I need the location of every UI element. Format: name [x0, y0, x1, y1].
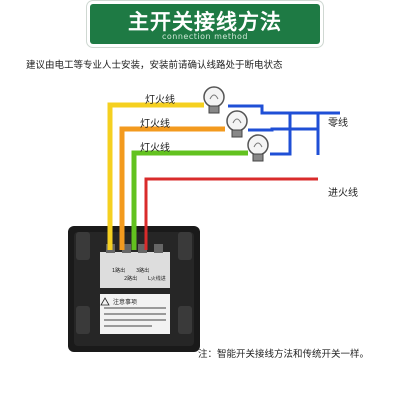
neutral-label: 零线 — [328, 118, 348, 129]
panel-clip-bl — [76, 306, 90, 334]
footnote: 注：智能开关接线方法和传统开关一样。 — [198, 349, 370, 360]
green-wire — [131, 150, 248, 250]
terminal-label-3: 3路出 — [136, 267, 149, 274]
page-subtitle: connection method — [161, 32, 248, 41]
lamp-wire-label-1: 灯火线 — [145, 95, 175, 106]
terminal-screw-4 — [154, 244, 163, 253]
terminal-label-4: L火线进 — [148, 275, 166, 282]
orange-wire — [119, 126, 225, 250]
page-title: 主开关接线方法 — [128, 10, 282, 34]
caution-line — [104, 313, 166, 315]
red-wire — [144, 177, 318, 250]
terminal-block — [100, 252, 170, 288]
warning-icon — [100, 297, 110, 306]
safety-notice: 建议由电工等专业人士安装，安装前请确认线路处于断电状态 — [26, 60, 283, 71]
light-bulb-icon — [203, 86, 225, 114]
panel-clip-tl — [76, 232, 90, 260]
blue-neutral-wires — [228, 104, 340, 156]
caution-line — [104, 319, 166, 321]
caution-line — [104, 307, 166, 309]
yellow-wire — [107, 102, 204, 250]
terminal-screw-2 — [122, 244, 131, 253]
terminal-screw-3 — [138, 244, 147, 253]
lamp-wire-label-3: 灯火线 — [140, 143, 170, 154]
caution-line — [104, 325, 152, 327]
panel-clip-tr — [178, 232, 192, 260]
terminal-label-1: 1路出 — [112, 267, 125, 274]
caution-title: 注意事项 — [113, 298, 137, 306]
light-bulb-icon — [226, 110, 248, 138]
lamp-wire-label-2: 灯火线 — [140, 119, 170, 130]
title-banner: 主开关接线方法 connection method — [90, 4, 320, 44]
light-bulb-icon — [247, 134, 269, 162]
live-in-label: 进火线 — [328, 188, 358, 199]
terminal-label-2: 2路出 — [124, 275, 137, 282]
panel-clip-br — [178, 306, 192, 334]
